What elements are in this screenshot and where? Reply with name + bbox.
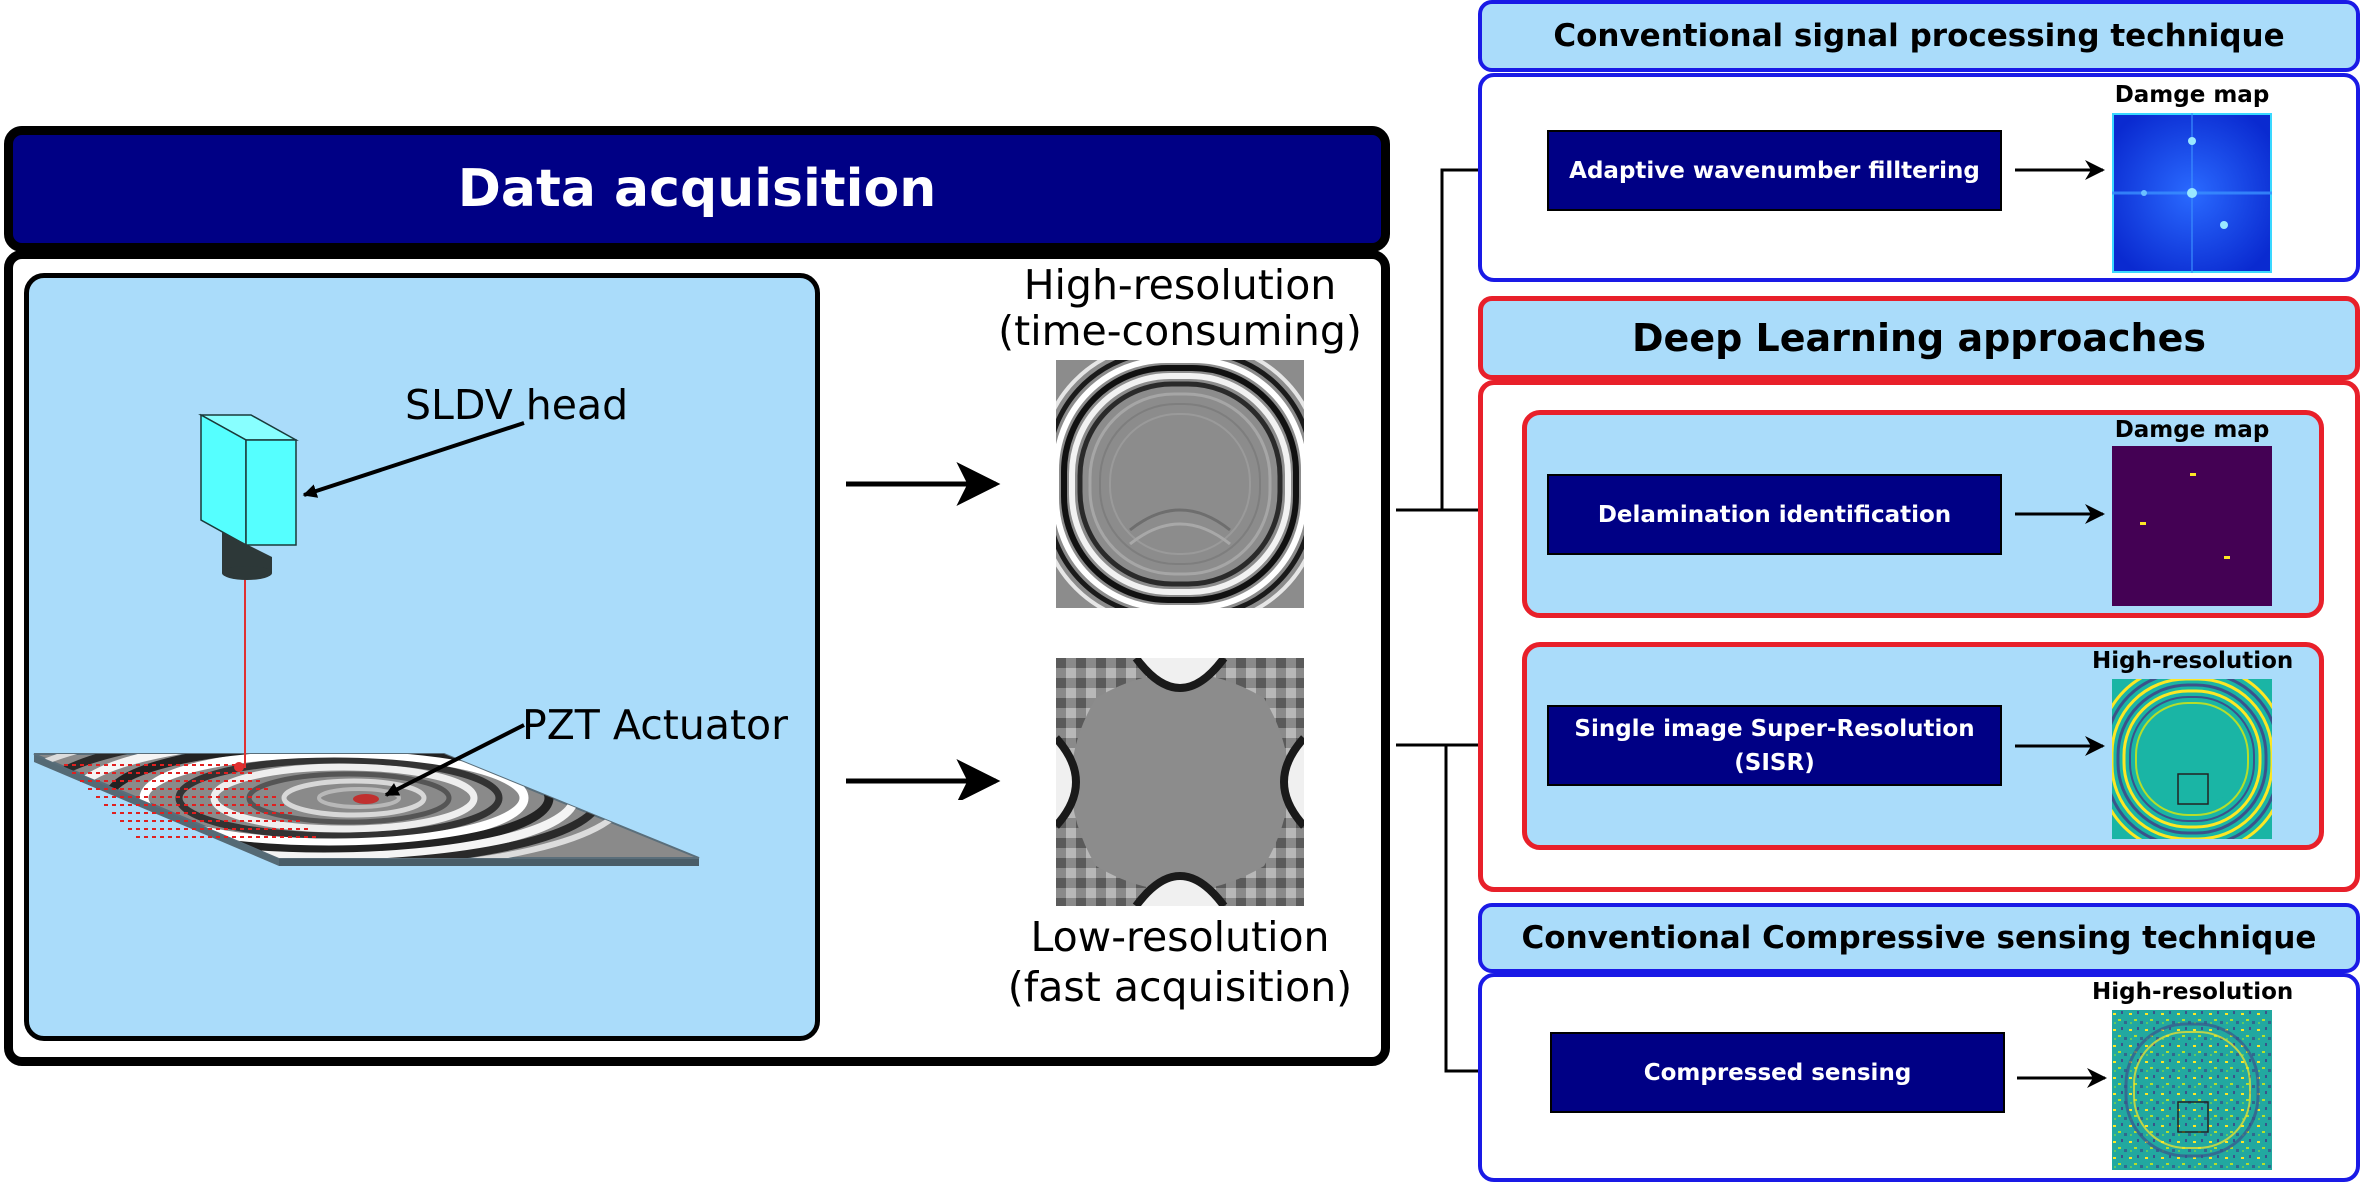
conventional-header: Conventional signal processing technique: [1478, 0, 2360, 72]
sisr-box: Single image Super-Resolution (SISR): [1547, 705, 2002, 786]
sisr-text-line1: Single image Super-Resolution: [1574, 715, 1975, 742]
delamination-output-label: Damge map: [2114, 417, 2270, 443]
high-res-wavefield-image: [1056, 360, 1304, 608]
delamination-inner-arrow: [2015, 504, 2105, 524]
compressive-output-label: High-resolution: [2092, 979, 2294, 1005]
delamination-text: Delamination identification: [1597, 501, 1952, 528]
pzt-actuator: [353, 794, 379, 804]
sldv-setup-illustration: [33, 413, 700, 866]
acquisition-arrows: [846, 462, 1001, 800]
compressed-sensing-text: Compressed sensing: [1643, 1059, 1912, 1086]
conventional-header-text: Conventional signal processing technique: [1553, 18, 2285, 54]
adaptive-wavenumber-box: Adaptive wavenumber fillteri​ng: [1547, 130, 2002, 211]
high-res-caption-line1: High-resolution: [1023, 261, 1337, 309]
compressed-sensing-box: Compressed sensing: [1550, 1032, 2005, 1113]
sisr-inner-arrow: [2015, 736, 2105, 756]
delamination-box: Delamination identification: [1547, 474, 2002, 555]
sisr-high-res-image: [2112, 679, 2272, 839]
low-res-caption-line1: Low-resolution: [1030, 913, 1330, 961]
sldv-head: [198, 413, 299, 580]
data-acquisition-title-box: Data acquisition: [4, 126, 1390, 252]
low-res-caption-line2: (fast acquisition): [1007, 963, 1353, 1011]
plate-edge: [279, 858, 699, 866]
pzt-actuator-label: PZT Actuator: [522, 701, 788, 749]
low-res-wavefield-image: [1056, 658, 1304, 906]
compressive-header: Conventional Compressive sensing techniq…: [1478, 903, 2360, 973]
laser-spot: [234, 762, 244, 772]
compressive-high-res-image: [2112, 1010, 2272, 1170]
compressive-inner-arrow: [2017, 1068, 2107, 1088]
deep-learning-header: Deep Learning approaches: [1478, 296, 2360, 380]
conventional-inner-arrow: [2015, 160, 2105, 180]
sldv-pointer-arrow: [302, 421, 525, 498]
conventional-output-label: Damge map: [2114, 82, 2270, 108]
delamination-damage-map-image: [2112, 446, 2272, 606]
sldv-head-label: SLDV head: [405, 381, 629, 429]
compressive-header-text: Conventional Compressive sensing techniq…: [1521, 920, 2317, 956]
setup-panel: [24, 273, 820, 1041]
sisr-text-line2: (SISR): [1734, 749, 1815, 776]
sisr-output-label: High-resolution: [2092, 648, 2294, 674]
scan-grid: [64, 764, 316, 838]
conventional-damage-map-image: [2112, 113, 2272, 273]
deep-learning-header-text: Deep Learning approaches: [1632, 316, 2206, 360]
pzt-pointer-arrow: [384, 723, 525, 797]
data-acquisition-title: Data acquisition: [457, 159, 937, 219]
high-res-caption-line2: (time-consuming): [998, 307, 1362, 355]
adaptive-wavenumber-text: Adaptive wavenumber fillteri​ng: [1569, 157, 1980, 184]
